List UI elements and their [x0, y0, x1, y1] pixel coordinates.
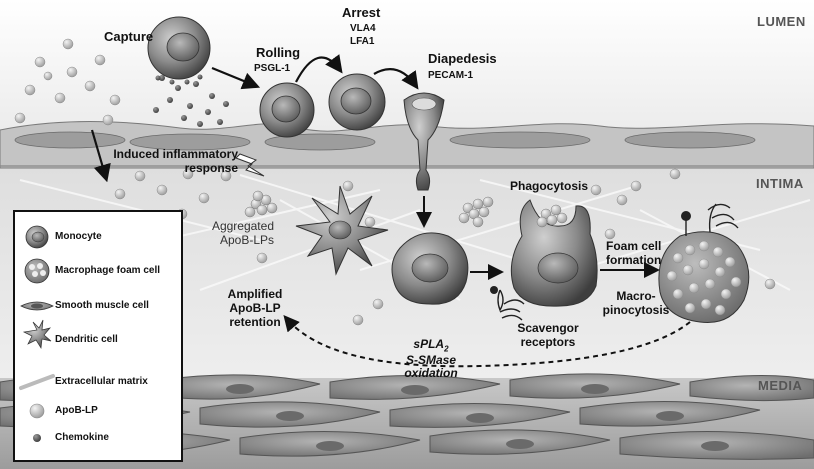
scavenger-receptors-label: Scavengor receptors [512, 321, 584, 350]
legend-label-monocyte: Monocyte [55, 231, 102, 242]
spla2-text: sPLA [413, 337, 445, 351]
foam-cell-formation-label: Foam cell formation [606, 239, 662, 268]
legend-label-chemokine: Chemokine [55, 432, 109, 443]
psgl1-label: PSGL-1 [254, 63, 291, 74]
legend-label-extracellular-matrix: Extracellular matrix [55, 376, 148, 387]
diapedesis-label: Diapedesis [428, 51, 497, 66]
induced-response-label: Induced inflammatory response [110, 147, 238, 176]
smooth-muscle-cell-icon [20, 301, 54, 311]
apob-lp-icon [29, 403, 45, 419]
spla2-line: sPLA2 [396, 337, 466, 354]
extracellular-matrix-icon [19, 374, 55, 390]
aggregated-apob-lps-label: Aggregated ApoB-LPs [196, 219, 274, 248]
rolling-label: Rolling [256, 45, 301, 60]
capture-label: Capture [104, 29, 154, 44]
amplified-line-2: ApoB-LP [229, 300, 281, 315]
arrest-label: Arrest [342, 5, 381, 20]
induced-line-2: response [184, 160, 238, 175]
foam-line-2: formation [606, 252, 662, 267]
macro-line-2: pinocytosis [602, 302, 670, 317]
legend-label-apob-lp: ApoB-LP [55, 405, 98, 416]
induced-line-1: Induced inflammatory [113, 147, 238, 161]
oxidation-line: oxidation [404, 366, 458, 381]
legend-label-smooth-muscle-cell: Smooth muscle cell [55, 300, 149, 311]
legend-label-macrophage-foam-cell: Macrophage foam cell [55, 265, 161, 276]
legend-label-dendritic-cell: Dendritic cell [55, 334, 118, 345]
lfa1-label: LFA1 [350, 36, 375, 47]
lumen-label: LUMEN [757, 14, 806, 29]
legend-box: Monocyte Macrophage foam cell Smooth mus… [13, 210, 183, 462]
amplified-line-3: retention [229, 314, 281, 329]
intima-label: INTIMA [756, 176, 804, 191]
macrophage-foam-cell-icon [24, 258, 50, 284]
macro-line-1: Macro- [616, 289, 656, 303]
ssmase-line: S-SMase [405, 352, 457, 367]
enzymes-label: sPLA2 S-SMase oxidation [396, 337, 466, 381]
chemokine-icon [33, 434, 41, 442]
scav-line-1: Scavengor [517, 321, 579, 335]
amplified-line-1: Amplified [227, 287, 283, 301]
foam-line-1: Foam cell [606, 239, 662, 253]
aggregated-line-1: Aggregated [211, 219, 274, 233]
macropinocytosis-label: Macro- pinocytosis [600, 289, 672, 318]
phagocytosis-label: Phagocytosis [510, 179, 589, 193]
scav-line-2: receptors [520, 334, 576, 349]
spla2-subscript: 2 [444, 344, 449, 354]
aggregated-line-2: ApoB-LPs [219, 232, 274, 247]
amplified-retention-label: Amplified ApoB-LP retention [220, 287, 290, 329]
vla4-label: VLA4 [350, 23, 376, 34]
media-label: MEDIA [758, 378, 803, 393]
legend-icons [19, 225, 55, 442]
dendritic-cell-icon [22, 319, 52, 350]
pecam1-label: PECAM-1 [428, 70, 474, 81]
monocyte-icon [25, 225, 49, 249]
